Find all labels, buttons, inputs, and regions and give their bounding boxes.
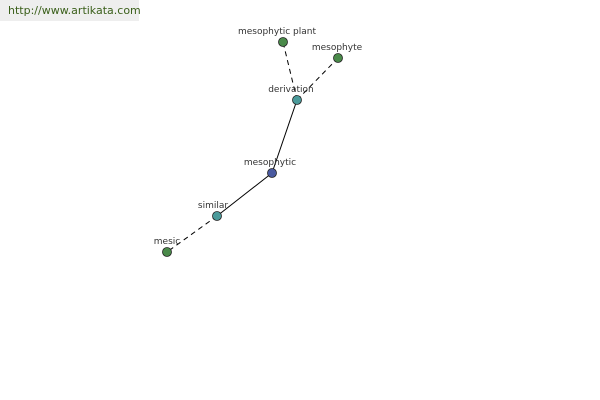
- node-label-derivation[interactable]: derivation: [268, 85, 314, 95]
- node-label-mesic[interactable]: mesic: [154, 237, 180, 247]
- node-derivation[interactable]: [292, 95, 302, 105]
- node-label-similar[interactable]: similar: [198, 201, 228, 211]
- edge-similar-to-mesic: [166, 215, 218, 253]
- node-label-mesophytic[interactable]: mesophytic: [244, 158, 296, 168]
- edge-mesophytic-to-similar: [216, 172, 273, 217]
- node-similar[interactable]: [212, 211, 222, 221]
- edges-layer: [166, 41, 339, 253]
- node-mesophytic[interactable]: [267, 168, 277, 178]
- node-mesic[interactable]: [162, 247, 172, 257]
- node-mesophyte[interactable]: [333, 53, 343, 63]
- node-mesophytic-plant[interactable]: [278, 37, 288, 47]
- nodes-layer: mesophytic derivation similar mesophytic pl…: [154, 27, 363, 257]
- site-banner: http://www.artikata.com: [0, 0, 141, 21]
- node-label-mesophytic-plant[interactable]: mesophytic plant: [238, 27, 317, 37]
- node-label-mesophyte[interactable]: mesophyte: [312, 43, 363, 53]
- site-url-link[interactable]: http://www.artikata.com: [8, 4, 141, 17]
- edge-derivation-to-mesophyte: [296, 57, 339, 101]
- edge-derivation-to-mesophytic-plant: [282, 41, 298, 101]
- edge-mesophytic-to-derivation: [271, 99, 298, 174]
